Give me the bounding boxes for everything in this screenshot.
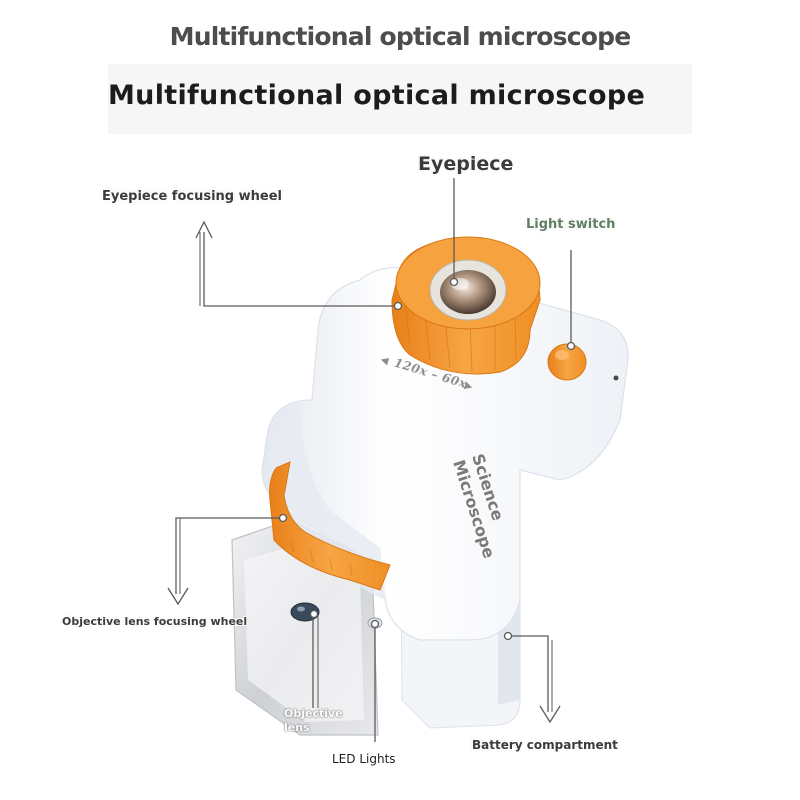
callout-eyepiece: Eyepiece <box>418 153 514 175</box>
zoom-marking-left-arrow: ◀ <box>379 354 390 367</box>
zoom-marking-right-arrow: ▶ <box>463 380 474 393</box>
eyepiece-lens <box>440 270 496 314</box>
callout-objective-lens: Objective lens <box>284 707 343 734</box>
objective-lens-focusing-wheel[interactable] <box>269 461 391 591</box>
indicator-hole <box>613 375 619 381</box>
objective-wheel-callout-line <box>175 517 282 594</box>
eyepiece-wheel-callout-line <box>203 232 396 307</box>
banner-title: Multifunctional optical microscope <box>108 80 646 111</box>
light-switch-button[interactable] <box>547 343 587 381</box>
callout-light-switch: Light switch <box>526 217 616 232</box>
callout-battery-compartment: Battery compartment <box>472 738 618 752</box>
title-banner <box>108 64 692 134</box>
callout-eyepiece-focusing-wheel: Eyepiece focusing wheel <box>102 189 282 204</box>
callout-led-lights: LED Lights <box>332 752 396 766</box>
battery-callout-line <box>510 635 549 712</box>
page-title: Multifunctional optical microscope <box>169 22 632 51</box>
callout-objective-lens-focusing-wheel: Objective lens focusing wheel <box>62 615 248 628</box>
